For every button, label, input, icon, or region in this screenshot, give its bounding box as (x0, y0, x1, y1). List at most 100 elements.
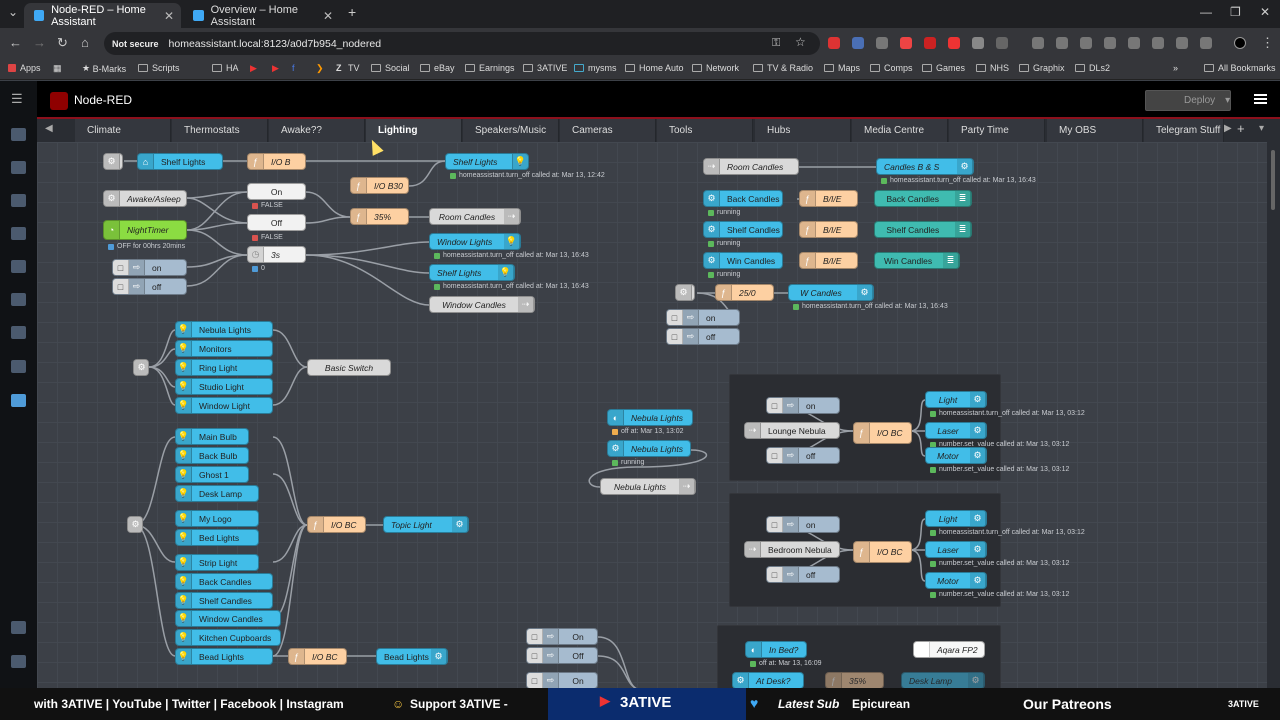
main-menu-icon[interactable] (1254, 94, 1267, 104)
call-service-motor[interactable]: Motor⚙ (925, 572, 987, 589)
trigger-node-nebula-lights[interactable]: ⚙Nebula Lights (607, 440, 691, 457)
topic-node-strip-light[interactable]: 💡Strip Light (175, 554, 259, 571)
switch-node-on[interactable]: On (247, 183, 306, 200)
call-service-motor[interactable]: Motor⚙ (925, 447, 987, 464)
bookmark-z[interactable]: Z (336, 63, 342, 73)
tab-tools[interactable]: Tools (657, 119, 753, 142)
state-node-shelf-lights[interactable]: ⌂Shelf Lights (137, 153, 223, 170)
link-node-aqara-fp2[interactable]: Aqara FP2 (913, 641, 985, 658)
bookmark-comps[interactable]: Comps (870, 63, 913, 73)
extension-icon[interactable] (852, 37, 864, 49)
not-secure-badge[interactable]: Not secure (112, 38, 159, 49)
add-flow-icon[interactable]: + (1237, 121, 1245, 136)
inject-node[interactable]: ⚙ (127, 516, 143, 533)
tab-telegram-stuff[interactable]: Telegram Stuff (1144, 119, 1224, 142)
bookmark-tv[interactable]: TV (348, 63, 360, 73)
sidepanel-icon[interactable] (1200, 37, 1212, 49)
extension-icon[interactable] (972, 37, 984, 49)
youtube-icon[interactable]: ▶ (272, 63, 279, 73)
calendar-icon[interactable] (11, 260, 26, 273)
bookmark-nhs[interactable]: NHS (976, 63, 1009, 73)
topic-node-bead-lights[interactable]: 💡Bead Lights (175, 648, 273, 665)
deploy-button[interactable]: Deploy▾ (1145, 90, 1231, 111)
debug-node-back-candles[interactable]: Back Candles≣ (874, 190, 972, 207)
forward-icon[interactable]: → (33, 35, 46, 50)
state-node-nebula-lights[interactable]: ◐Nebula Lights (607, 409, 693, 426)
link-in-room-candles[interactable]: ⇢Room Candles (703, 158, 799, 175)
scrollbar-thumb[interactable] (1271, 150, 1275, 210)
service-node-window-light[interactable]: 💡Window Light (175, 397, 273, 414)
tab-speakers-music[interactable]: Speakers/Music (463, 119, 559, 142)
extensions-puzzle-icon[interactable] (996, 37, 1008, 49)
debug-node-shelf-candles[interactable]: Shelf Candles≣ (874, 221, 972, 238)
bookmark-earnings[interactable]: Earnings (465, 63, 515, 73)
youtube-icon[interactable]: ▶ (250, 63, 257, 73)
extension-icon[interactable] (924, 37, 936, 49)
link-node-room-candles[interactable]: Room Candles⇢ (429, 208, 521, 225)
bookmark-games[interactable]: Games (922, 63, 965, 73)
service-node-monitors[interactable]: 💡Monitors (175, 340, 273, 357)
home-icon[interactable]: ⌂ (81, 35, 89, 50)
inject-node-on[interactable]: □⇨on (766, 516, 840, 533)
link-in-bedroom-nebula[interactable]: ⇢Bedroom Nebula (744, 541, 840, 558)
call-service-light[interactable]: Light⚙ (925, 391, 987, 408)
bookmark-tv-radio[interactable]: TV & Radio (753, 63, 813, 73)
topic-node-back-candles[interactable]: 💡Back Candles (175, 573, 273, 590)
link-in-lounge-nebula[interactable]: ⇢Lounge Nebula (744, 422, 840, 439)
call-service-laser[interactable]: Laser⚙ (925, 541, 987, 558)
all-bookmarks[interactable]: All Bookmarks (1204, 63, 1276, 73)
link-node-nebula-lights[interactable]: Nebula Lights⇢ (600, 478, 696, 495)
call-service-window-lights[interactable]: Window Lights💡 (429, 233, 521, 250)
link-node-basic-switch[interactable]: Basic Switch (307, 359, 391, 376)
topic-node-window-candles[interactable]: 💡Window Candles (175, 610, 281, 627)
scroll-right-icon[interactable]: ▶ (1224, 123, 1232, 134)
topic-node-shelf-candles[interactable]: 💡Shelf Candles (175, 592, 273, 609)
inject-node-on[interactable]: □⇨On (526, 672, 598, 689)
menu-icon[interactable]: ☰ (11, 91, 23, 106)
service-node-ring-light[interactable]: 💡Ring Light (175, 359, 273, 376)
plex-icon[interactable]: ❯ (316, 63, 324, 73)
switch-node-off[interactable]: Off (247, 214, 306, 231)
energy-icon[interactable] (11, 194, 26, 207)
tab-hubs[interactable]: Hubs (755, 119, 851, 142)
bookmark-scripts[interactable]: Scripts (138, 63, 180, 73)
tab-party-time[interactable]: Party Time (949, 119, 1045, 142)
inject-node-off[interactable]: □⇨off (112, 278, 187, 295)
code-icon[interactable] (1128, 37, 1140, 49)
topic-node-bed-lights[interactable]: 💡Bed Lights (175, 529, 259, 546)
list-icon[interactable] (11, 293, 26, 306)
inject-node-off[interactable]: □⇨off (766, 447, 840, 464)
back-icon[interactable]: ← (9, 35, 22, 50)
profile-avatar[interactable] (1234, 37, 1246, 49)
url-text[interactable]: homeassistant.local:8123/a0d7b954_nodere… (168, 37, 382, 50)
nodered-sitemap-icon[interactable] (11, 394, 26, 407)
toolbar-icon[interactable] (1032, 37, 1044, 49)
inject-node[interactable]: ⚙ (103, 153, 123, 170)
delay-node-3s[interactable]: ◷3s (247, 246, 306, 263)
tab-thermostats[interactable]: Thermostats (172, 119, 268, 142)
tab-my-obs[interactable]: My OBS (1047, 119, 1143, 142)
bookmark-star-icon[interactable]: ☆ (795, 35, 806, 49)
close-tab-icon[interactable]: ✕ (322, 9, 333, 23)
extension-icon[interactable] (876, 37, 888, 49)
topic-node-kitchen-cupboards[interactable]: 💡Kitchen Cupboards (175, 629, 281, 646)
tab-search-icon[interactable]: ⌄ (8, 5, 19, 19)
media-icon[interactable] (11, 326, 26, 339)
inject-node-on[interactable]: □⇨On (526, 628, 598, 645)
call-service-shelf-lights[interactable]: Shelf Lights💡 (445, 153, 529, 170)
bookmark-dls2[interactable]: DLs2 (1075, 63, 1110, 73)
facebook-icon[interactable]: f (292, 63, 295, 73)
call-service-desk-lamp[interactable]: Desk Lamp⚙ (901, 672, 985, 689)
bookmark-home-auto[interactable]: Home Auto (625, 63, 684, 73)
inject-node-on[interactable]: □⇨on (766, 397, 840, 414)
password-key-icon[interactable]: ⚿ (772, 37, 781, 49)
service-node-nebula-lights[interactable]: 💡Nebula Lights (175, 321, 273, 338)
extension-icon[interactable] (900, 37, 912, 49)
